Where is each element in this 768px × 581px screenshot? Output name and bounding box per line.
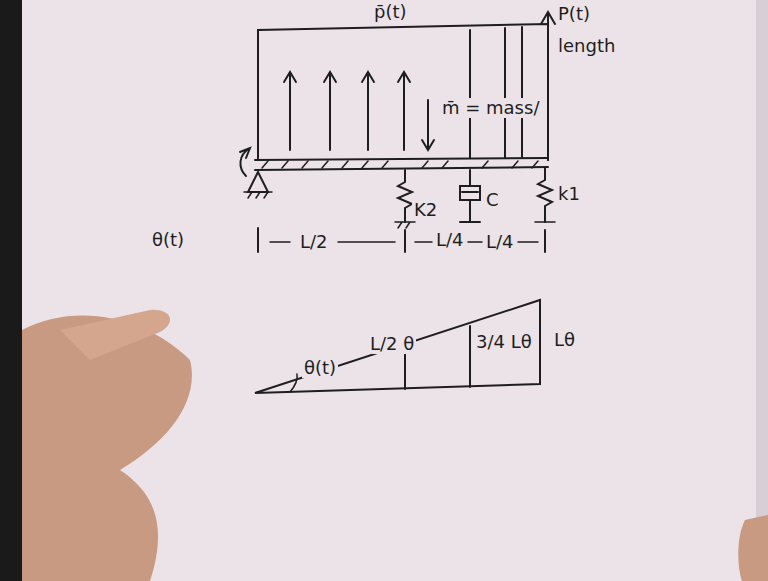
displacement-label: 3/4 Lθ <box>474 332 534 352</box>
mass-label: m̄ = mass/ <box>440 98 541 118</box>
dark-edge <box>0 0 22 581</box>
load-diagram <box>240 12 555 393</box>
load-label: p̄(t) <box>372 2 409 22</box>
unit-label: length <box>556 36 617 56</box>
displacement-label: Lθ <box>552 330 577 350</box>
force-label: P(t) <box>556 4 592 24</box>
paper-edge <box>756 0 768 581</box>
spring-label: k1 <box>556 184 582 204</box>
finger <box>60 310 170 360</box>
spring-label: K2 <box>412 200 439 220</box>
displacement-label: L/2 θ <box>368 334 416 354</box>
dimension-label: L/4 <box>434 230 466 250</box>
hand <box>22 316 192 581</box>
dimension-label: L/4 <box>484 232 516 252</box>
dimension-label: L/2 <box>298 232 330 252</box>
hand <box>738 515 768 581</box>
rotation-label: θ(t) <box>150 230 186 250</box>
angle-label: θ(t) <box>302 358 338 378</box>
damper-label: C <box>484 190 501 210</box>
